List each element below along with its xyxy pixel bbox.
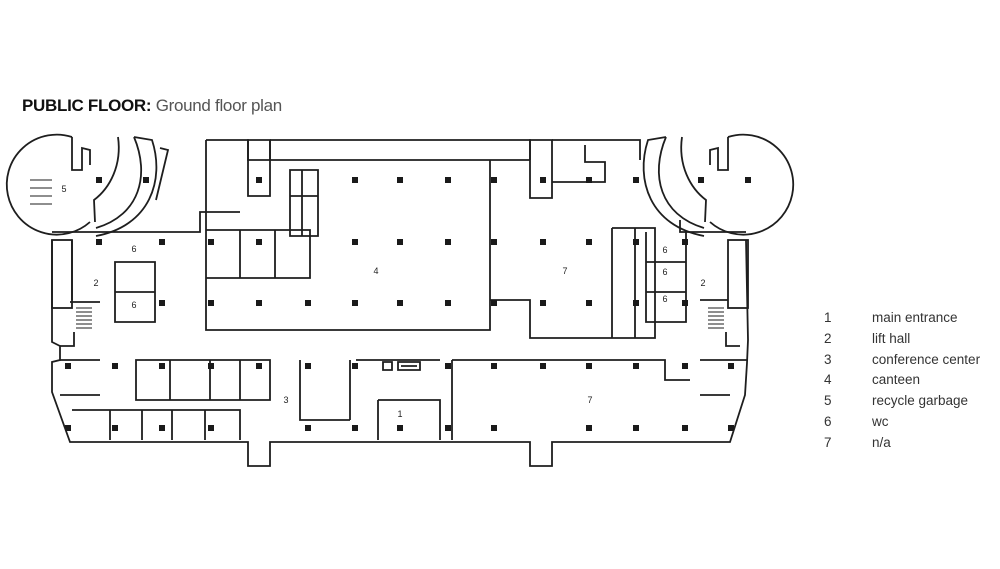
- legend-number: 7: [824, 434, 832, 450]
- room-label-na-bottom: 7: [587, 395, 592, 405]
- room-label-wc-left-top: 6: [131, 244, 136, 254]
- legend-label: main entrance: [872, 310, 958, 325]
- legend-item: 2 lift hall: [824, 329, 980, 350]
- room-label-recycle-garbage: 5: [61, 184, 66, 194]
- room-label-na-top: 7: [562, 266, 567, 276]
- plan-title-subtitle: Ground floor plan: [151, 96, 283, 115]
- legend-item: 6 wc: [824, 412, 980, 433]
- room-label-wc-left-bottom: 6: [131, 300, 136, 310]
- outer-walls: [5, 133, 795, 467]
- legend-number: 6: [824, 413, 832, 429]
- legend-number: 4: [824, 372, 832, 388]
- legend: 1 main entrance 2 lift hall 3 conference ce…: [824, 308, 980, 454]
- legend-label: conference center: [872, 351, 981, 367]
- room-label-lift-hall-right: 2: [700, 278, 705, 288]
- room-label-wc-right-bottom: 6: [662, 294, 667, 304]
- legend-item: 3 conference center: [824, 350, 980, 371]
- room-label-conference-center: 3: [283, 395, 288, 405]
- legend-number: 1: [824, 310, 832, 325]
- legend-item: 7 n/a: [824, 433, 980, 454]
- legend-label: n/a: [872, 434, 891, 450]
- plan-title: PUBLIC FLOOR: Ground floor plan: [22, 96, 282, 116]
- legend-number: 5: [824, 393, 832, 409]
- legend-label: canteen: [872, 372, 921, 388]
- legend-item: 1 main entrance: [824, 308, 980, 329]
- room-labels: 1 2 2 3 4 5 6 6 6 6 6 7 7: [61, 184, 705, 419]
- legend-label: recycle garbage: [872, 393, 969, 409]
- room-label-main-entrance: 1: [397, 409, 402, 419]
- legend-item: 5 recycle garbage: [824, 391, 980, 412]
- legend-label: wc: [872, 413, 889, 429]
- legend-item: 4 canteen: [824, 370, 980, 391]
- legend-number: 3: [824, 351, 832, 367]
- legend-number: 2: [824, 330, 832, 346]
- room-label-canteen: 4: [373, 266, 378, 276]
- plan-title-bold: PUBLIC FLOOR:: [22, 96, 152, 115]
- columns: [65, 177, 751, 431]
- room-label-lift-hall-left: 2: [93, 278, 98, 288]
- room-label-wc-right-mid: 6: [662, 267, 667, 277]
- legend-label: lift hall: [872, 330, 911, 346]
- stairs: [30, 179, 724, 329]
- room-label-wc-right-top: 6: [662, 245, 667, 255]
